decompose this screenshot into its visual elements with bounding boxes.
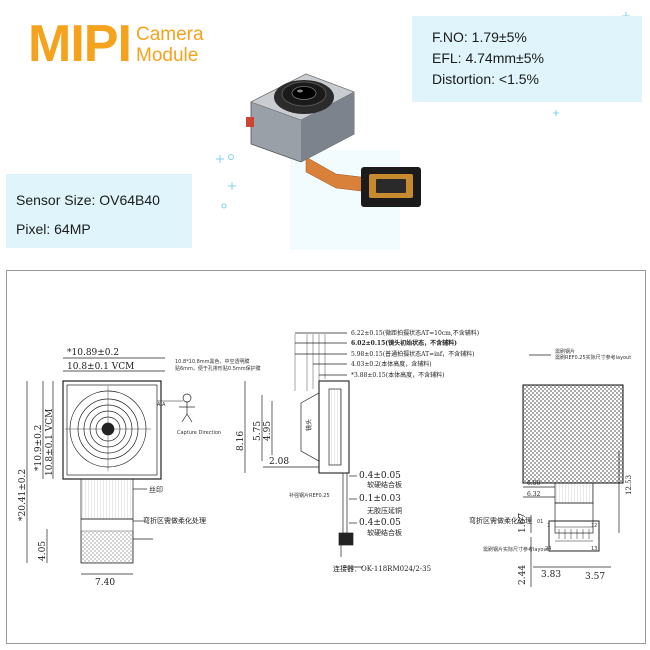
spec-distortion: Distortion: <1.5% <box>432 71 539 87</box>
side-dim-575: 5.75 <box>253 421 263 441</box>
side-view <box>244 332 363 568</box>
back-dim-1253: 12.53 <box>625 475 633 495</box>
spec-panel-left: Sensor Size: OV64B40 Pixel: 64MP <box>6 174 192 248</box>
side-dim-5: *3.88±0.15(本体高度，不含辅料) <box>351 371 444 379</box>
front-note-top2: 贴6mm，便于孔排形贴0.5mm保护膜 <box>175 365 261 372</box>
side-small-label: 补强钢片REF0.25 <box>289 492 330 499</box>
front-view <box>26 357 195 575</box>
back-note-top: 需刷钢片 <box>555 348 575 355</box>
front-small-label: A-A <box>157 402 166 408</box>
front-dim-side-total: *20.41±0.2 <box>18 469 28 521</box>
side-connector: 连接器：OK-118RM024/2-35 <box>333 564 431 573</box>
front-label-bend: 弯折区需做柔化处理 <box>143 516 206 525</box>
side-label-01: 无胶压延铜 <box>367 506 402 515</box>
front-capture-direction: Capture Direction <box>177 430 221 436</box>
back-pin-1: 1 <box>547 523 550 529</box>
front-dim-side-inner: 10.8±0.1 VCM <box>45 409 55 476</box>
back-dim-600: 6.00 <box>527 480 541 487</box>
spec-efl: EFL: 4.74mm±5% <box>432 50 544 66</box>
front-dim-top-outer: *10.89±0.2 <box>67 348 119 358</box>
front-dim-left-low: 4.05 <box>38 541 48 561</box>
back-dim-357: 3.57 <box>585 572 605 582</box>
camera-module-photo <box>246 73 421 207</box>
front-dim-top-inner: 10.8±0.1 VCM <box>67 362 134 372</box>
logo-subtitle-line2: Module <box>136 45 199 66</box>
drawing-canvas: *10.89±0.2 10.8±0.1 VCM *20.41±0.2 *10.9… <box>18 329 633 588</box>
back-pin-13: 13 <box>591 546 597 552</box>
side-dim-4: 4.03±0.2(本体高度，含辅料) <box>351 360 432 368</box>
spec-fno: F.NO: 1.79±5% <box>432 29 527 45</box>
side-dim-1: 6.22±0.15(微距拍摄状态AT=10cm,不含辅料) <box>351 329 479 337</box>
side-dim-208: 2.08 <box>269 457 289 467</box>
back-label-bend: 弯折区需做柔化处理 <box>469 516 532 525</box>
side-dim-04b: 0.4±0.05 <box>359 518 401 528</box>
side-dim-3: 5.98±0.15(普通拍摄状态AT=inf，不含辅料) <box>351 350 474 358</box>
spec-sensor: Sensor Size: OV64B40 <box>16 192 160 208</box>
back-dim-244: 2.44 <box>518 565 528 585</box>
back-note-mid: 需刷钢片实际尺寸参考layout <box>483 546 549 553</box>
spec-panel-right: F.NO: 1.79±5% EFL: 4.74mm±5% Distortion:… <box>412 16 642 102</box>
back-pin-01: 01 <box>537 519 543 525</box>
side-lens-tag: 镜头 <box>305 419 313 431</box>
mipi-logo: MIPI <box>28 15 132 73</box>
back-pin-24: 24 <box>545 546 551 552</box>
back-dim-632: 6.32 <box>527 491 541 498</box>
side-dim-816: 8.16 <box>236 431 246 451</box>
technical-drawing: *10.89±0.2 10.8±0.1 VCM *20.41±0.2 *10.9… <box>6 270 646 644</box>
front-dim-bottom: 7.40 <box>95 578 115 588</box>
logo-subtitle-line1: Camera <box>136 24 204 45</box>
side-dim-2: 6.02±0.15(镜头初始状态，不含辅料) <box>351 339 457 347</box>
front-dim-side-outer: *10.9±0.2 <box>34 425 44 471</box>
front-note-top: 10.8*10.8mm黑色，中空透明膜 <box>175 358 250 365</box>
back-dim-167: 1.67 <box>518 513 528 533</box>
spec-pixel: Pixel: 64MP <box>16 221 91 237</box>
side-label-04a: 软硬结合板 <box>367 480 402 489</box>
front-label-silk: 丝印 <box>149 485 163 494</box>
side-dim-01: 0.1±0.03 <box>359 494 401 504</box>
back-view <box>522 354 624 587</box>
back-dim-383: 3.83 <box>541 570 561 580</box>
side-label-04b: 软硬结合板 <box>367 528 402 537</box>
back-pin-12: 12 <box>591 523 597 529</box>
side-dim-495: 4.95 <box>263 421 273 441</box>
logo-subtitle: Camera Module <box>136 24 204 66</box>
side-dim-04a: 0.4±0.05 <box>359 471 401 481</box>
back-note-top2: 需刷REF0.25实际尺寸参考layout <box>555 354 631 361</box>
